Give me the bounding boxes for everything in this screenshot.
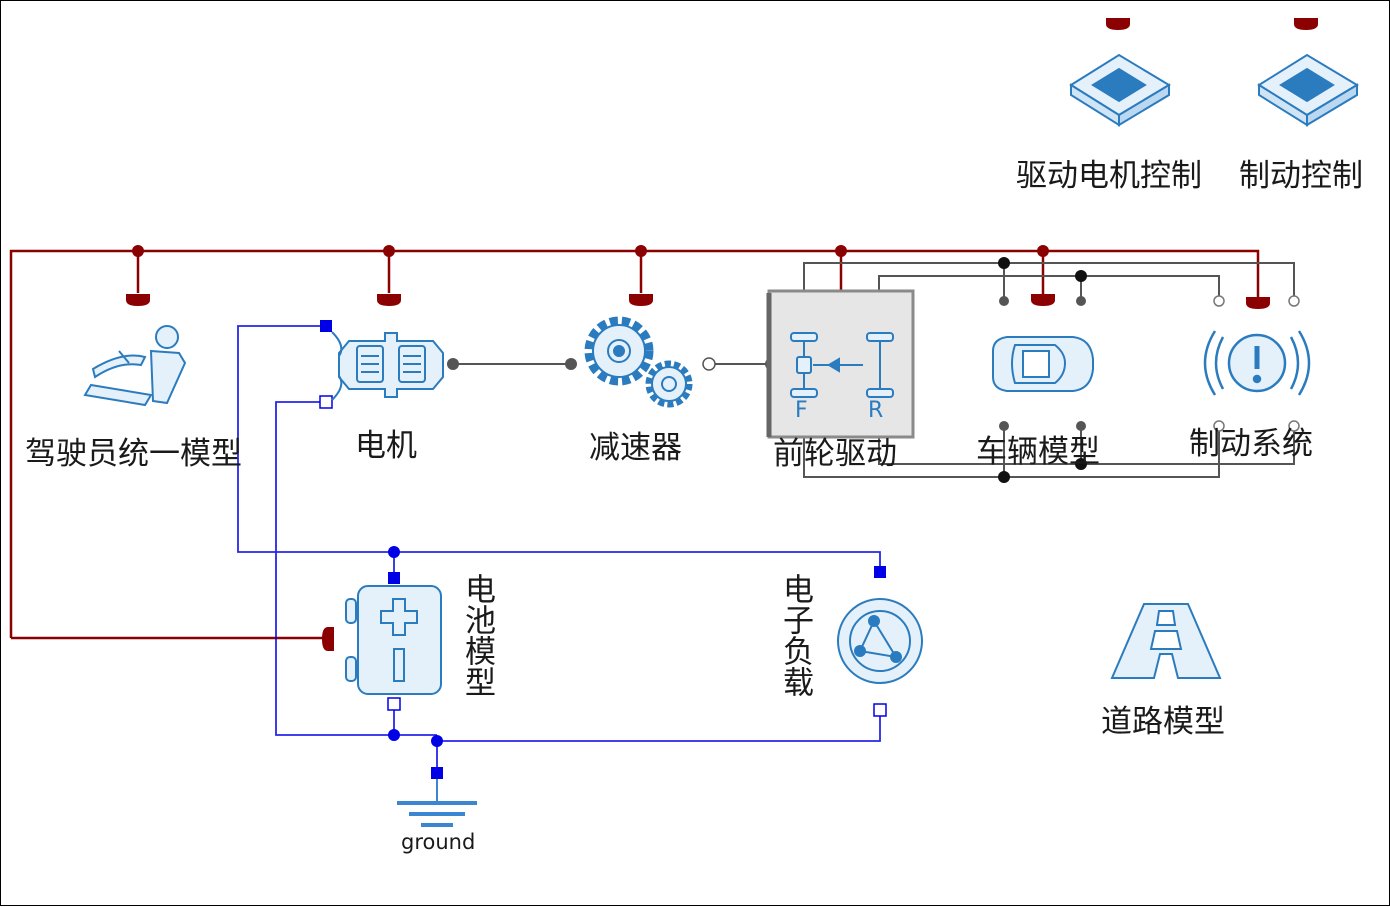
road-label: 道路模型 — [1101, 704, 1225, 740]
battery-icon[interactable] — [345, 585, 442, 695]
mechanical-junctions — [998, 257, 1087, 483]
brake-system-label: 制动系统 — [1189, 426, 1313, 462]
front-axle-mark: F — [795, 398, 808, 423]
ground-label: ground — [401, 830, 476, 854]
electrical-ports[interactable] — [319, 320, 887, 779]
driver-label: 驾驶员统一模型 — [25, 436, 242, 472]
car-icon[interactable] — [992, 336, 1094, 392]
electronic-load-label: 电子负载 — [777, 573, 813, 697]
drivetrain-icon — [790, 332, 894, 398]
electric-motor-icon[interactable] — [331, 331, 444, 401]
ground-icon[interactable] — [397, 779, 477, 827]
motor-label: 电机 — [355, 428, 417, 464]
controller-chip-icon[interactable] — [1069, 53, 1171, 127]
road-icon[interactable] — [1110, 603, 1222, 679]
vehicle-label: 车辆模型 — [976, 434, 1100, 470]
load-icon[interactable] — [837, 598, 923, 684]
brake-control-label: 制动控制 — [1239, 158, 1363, 194]
brake-warning-icon[interactable] — [1203, 330, 1311, 396]
gears-icon[interactable] — [584, 316, 693, 408]
front-drive-block[interactable] — [766, 289, 915, 439]
front-drive-label: 前轮驱动 — [773, 436, 897, 472]
reducer-label: 减速器 — [589, 430, 682, 466]
controller-chip-icon[interactable] — [1257, 53, 1359, 127]
electrical-junctions — [388, 546, 443, 747]
rear-axle-mark: R — [868, 398, 884, 423]
driver-seat-icon[interactable] — [83, 325, 187, 407]
motor-control-label: 驱动电机控制 — [1016, 158, 1202, 194]
signal-bus-junctions — [132, 245, 1049, 257]
battery-label: 电池模型 — [459, 573, 495, 697]
